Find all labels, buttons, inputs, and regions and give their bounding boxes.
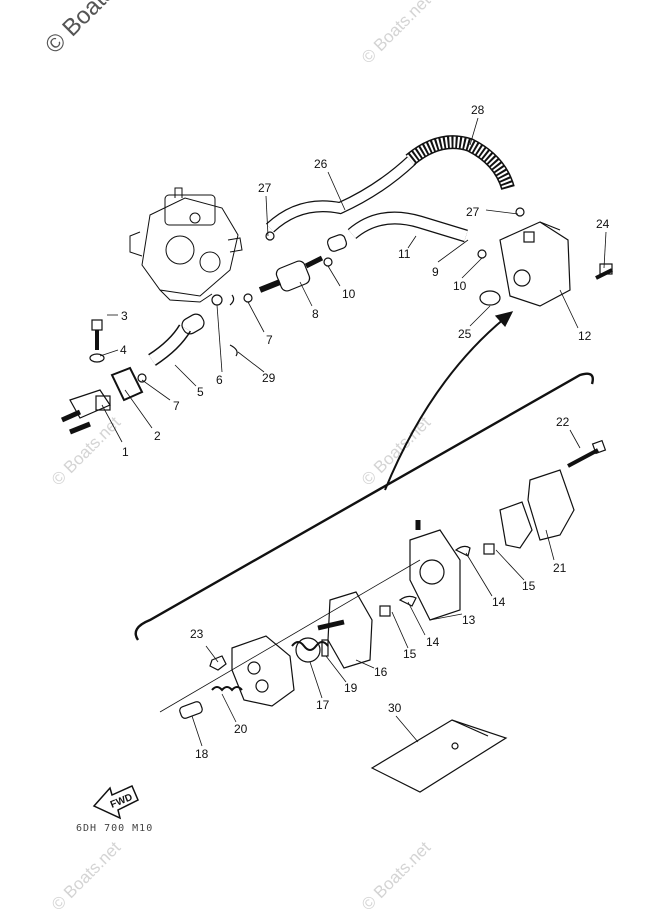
nut-23	[209, 655, 227, 671]
callout-14b: 14	[492, 595, 506, 609]
callout-10b: 10	[453, 279, 467, 293]
screw-15b	[483, 543, 495, 555]
bolt-3-head	[91, 319, 103, 331]
callout-9: 9	[432, 265, 439, 279]
callout-10a: 10	[342, 287, 356, 301]
callout-27b: 27	[466, 205, 480, 219]
hose-5-end	[181, 313, 205, 335]
pump-body-13	[409, 529, 461, 621]
callout-2: 2	[154, 429, 161, 443]
clip-27a	[265, 231, 275, 241]
valve-14b	[454, 545, 471, 557]
diaphragm-plate-16	[327, 591, 373, 669]
figure-code: 6DH 700 M10	[76, 823, 154, 834]
callout-19: 19	[344, 681, 358, 695]
callout-25: 25	[458, 327, 472, 341]
callout-15a: 15	[403, 647, 417, 661]
callout-12: 12	[578, 329, 592, 343]
callout-6: 6	[216, 373, 223, 387]
callout-17: 17	[316, 698, 330, 712]
spring-17	[291, 641, 329, 651]
callout-1: 1	[122, 445, 129, 459]
assembly-axis-line	[159, 559, 421, 713]
fuel-hose-26-inner	[266, 156, 416, 232]
callout-11: 11	[398, 247, 411, 261]
callout-26: 26	[314, 157, 328, 171]
clip-10b	[477, 249, 487, 259]
pump-cover-21	[527, 469, 575, 541]
diaphragm-gasket-21	[499, 501, 533, 549]
callout-13: 13	[462, 613, 476, 627]
clip-7a	[243, 293, 253, 303]
plastic-bag-30	[370, 719, 508, 793]
spring-17-coil	[295, 637, 321, 663]
callout-16: 16	[374, 665, 388, 679]
carburetor-illustration	[129, 187, 243, 303]
callout-5: 5	[197, 385, 204, 399]
clip-27b	[515, 207, 525, 217]
fuel-joint-1	[60, 389, 111, 435]
bolt-22-shank	[567, 448, 599, 468]
callout-30: 30	[388, 701, 402, 715]
callout-27a: 27	[258, 181, 272, 195]
fuel-pump-12	[499, 221, 613, 307]
callout-24: 24	[596, 217, 610, 231]
washer-4	[89, 353, 105, 363]
callout-8: 8	[312, 307, 319, 321]
callout-18: 18	[195, 747, 209, 761]
callout-20: 20	[234, 722, 248, 736]
clip-10a	[323, 257, 333, 267]
o-ring-25	[479, 290, 501, 306]
callout-labels: 1 2 3 4 5 6 7 7 8 9 10 10 11 12 13 14 14…	[120, 103, 610, 761]
clip-29	[229, 294, 238, 357]
clip-6	[211, 294, 223, 306]
callout-29: 29	[262, 371, 276, 385]
callout-14a: 14	[426, 635, 440, 649]
hose-5-inner	[148, 325, 190, 365]
detail-arrow-head	[494, 311, 514, 328]
leader-lines	[99, 117, 607, 747]
callout-4: 4	[120, 343, 127, 357]
callout-28: 28	[471, 103, 485, 117]
section-divider-line	[134, 372, 594, 641]
clip-7b	[137, 373, 147, 383]
fuel-filter-8	[258, 255, 324, 293]
valve-14a	[398, 595, 417, 607]
callout-15b: 15	[522, 579, 536, 593]
callout-7b: 7	[266, 333, 273, 347]
pin-19	[321, 639, 329, 657]
callout-3: 3	[121, 309, 128, 323]
gasket-2	[110, 366, 144, 402]
fwd-arrow	[92, 785, 139, 820]
bolt-22-head	[591, 439, 607, 455]
callout-22: 22	[556, 415, 570, 429]
spring-20	[211, 686, 243, 692]
detail-arrow-line	[384, 317, 506, 491]
callout-7a: 7	[173, 399, 180, 413]
callout-21: 21	[553, 561, 567, 575]
pump-housing	[231, 635, 295, 707]
piston-18	[179, 701, 203, 719]
screw-15a	[379, 605, 391, 617]
callout-23: 23	[190, 627, 204, 641]
fuel-hose-11-inner	[348, 212, 468, 242]
